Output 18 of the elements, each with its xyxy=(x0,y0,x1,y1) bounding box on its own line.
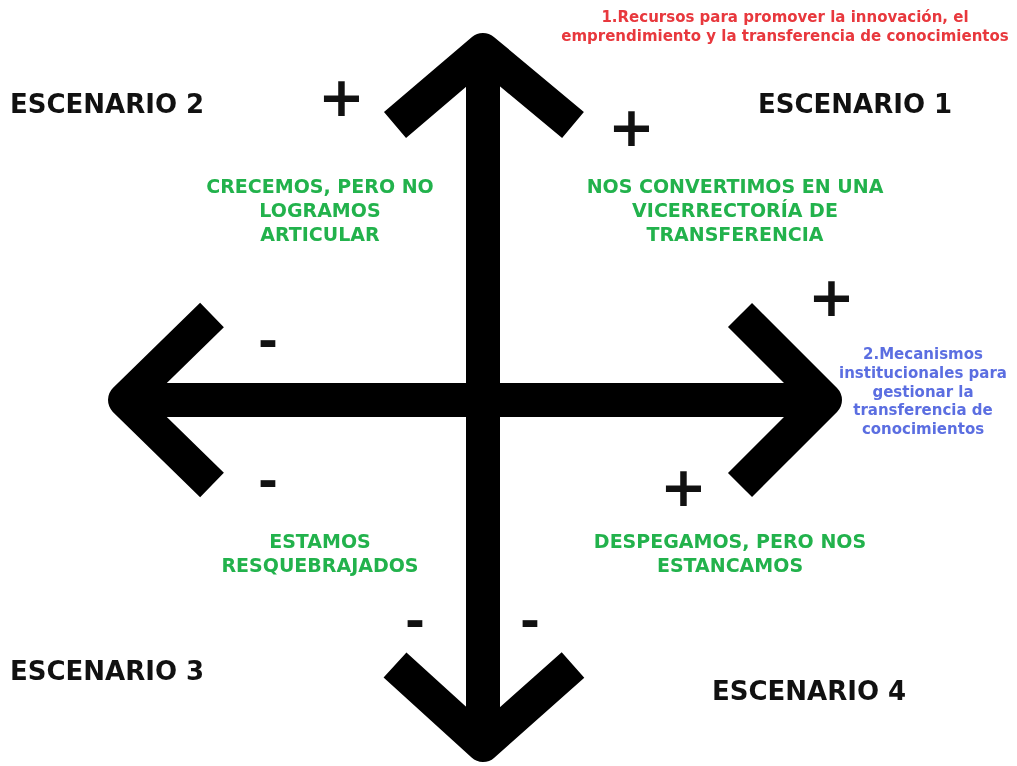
scenario-description: ESTAMOS RESQUEBRAJADOS xyxy=(220,530,420,578)
scenario-description: DESPEGAMOS, PERO NOS ESTANCAMOS xyxy=(592,530,868,578)
axis-title: 2.Mecanismos institucionales para gestionar la transferencia de conocimientos xyxy=(838,345,1008,439)
plus-sign: + xyxy=(608,93,656,161)
axis-title: 1.Recursos para promover la innovación, el emprendimiento y la transferencia de conocimientos xyxy=(560,8,1010,46)
scenario-heading: ESCENARIO 2 xyxy=(10,88,206,121)
plus-sign: + xyxy=(318,63,366,131)
minus-sign: - xyxy=(258,311,279,370)
scenario-description: CRECEMOS, PERO NO LOGRAMOS ARTICULAR xyxy=(205,175,435,247)
minus-sign: - xyxy=(405,591,426,650)
minus-sign: - xyxy=(520,591,541,650)
minus-sign: - xyxy=(258,451,279,510)
scenario-description: NOS CONVERTIMOS EN UNA VICERRECTORÍA DE TRANSFERENCIA xyxy=(585,175,885,247)
scenario-heading: ESCENARIO 3 xyxy=(10,655,206,688)
plus-sign: + xyxy=(660,453,708,521)
plus-sign: + xyxy=(808,263,856,331)
scenario-heading: ESCENARIO 1 xyxy=(758,88,954,121)
scenario-heading: ESCENARIO 4 xyxy=(712,675,908,708)
